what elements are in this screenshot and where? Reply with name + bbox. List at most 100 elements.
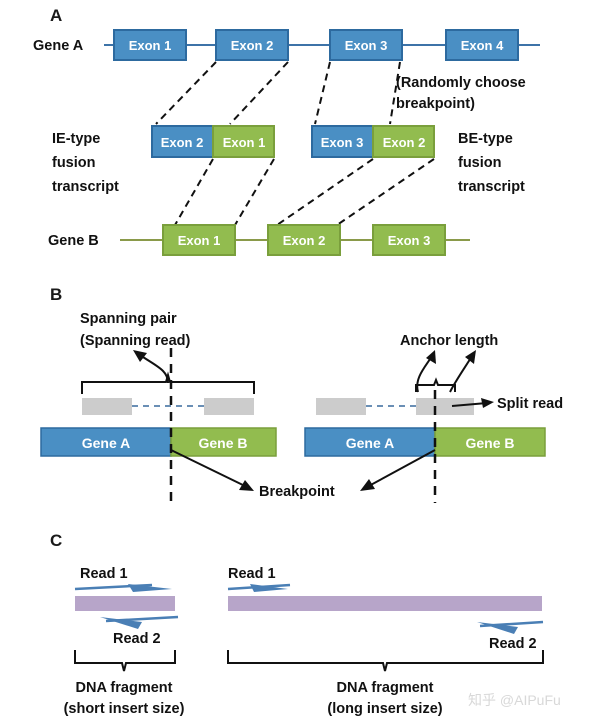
right-read2-label: Read 2 [489,636,537,652]
be-type-label-line2: fusion [458,155,502,171]
exon-label: Exon 3 [388,233,431,248]
right-read2-arrow [477,620,544,634]
spanning-read-left-block [82,398,132,415]
left-breakpoint-arrowhead [239,480,254,491]
spanning-pair-label-line2: (Spanning read) [80,333,191,349]
be-type-label-line3: transcript [458,179,525,195]
left-fragment-brace [74,650,176,672]
left-read1-arrow [74,583,172,592]
gene-a-exon-1: Exon 1 [113,29,187,61]
split-read-mate-block [316,398,366,415]
gene-b-exon-1: Exon 1 [162,224,236,256]
exon-label: Exon 3 [345,38,388,53]
gene-a-exon-3: Exon 3 [329,29,403,61]
exon-box [113,29,187,61]
gene-b-exon-3: Exon 3 [372,224,446,256]
right-breakpoint-arrow-line [366,449,436,488]
exon-label: Exon 2 [283,233,326,248]
exon-label: Exon 1 [129,38,172,53]
right-fragment-brace [227,650,544,672]
left-fragment-caption-line1: DNA fragment [76,680,173,696]
exon-box [445,29,519,61]
read-arrow-head [477,622,518,634]
right-gene-b-bar-label: Gene B [465,435,514,451]
dashed-connector-a4 [389,61,401,125]
left-breakpoint-arrow-line [170,449,248,488]
anchor-arrow-right-head [465,350,476,364]
fusion-right-exon-label: Exon 2 [383,135,426,150]
split-read-block [416,398,474,415]
exon-label: Exon 1 [178,233,221,248]
exon-box [162,224,236,256]
right-read1-label: Read 1 [228,566,276,582]
exon-box [329,29,403,61]
dashed-connector-b1 [174,158,214,226]
watermark: 知乎 @AIPuFu [468,692,561,708]
split-read-arrowhead [481,398,494,408]
left-gene-b-bar [170,427,277,457]
gene-a-exon-4: Exon 4 [445,29,519,61]
dashed-connector-b3 [276,158,374,226]
right-fragment-caption-line2: (long insert size) [327,701,442,717]
right-read1-arrow [227,583,291,592]
exon-box [215,29,289,61]
fusion-right-exon-box [212,125,275,158]
ie-type-label-line1: IE-type [52,131,100,147]
spanning-pair-brace [81,371,255,394]
left-read1-label: Read 1 [80,566,128,582]
spanning-pair-arrow-line [139,354,169,384]
gene-b-label: Gene B [48,233,99,249]
breakpoint-label: Breakpoint [259,484,335,500]
be-fusion-transcript: Exon 3 Exon 2 [311,125,435,158]
exon-box [372,224,446,256]
breakpoint-note-line2: breakpoint) [396,96,475,112]
ie-fusion-transcript: Exon 2 Exon 1 [151,125,275,158]
left-gene-a-bar [40,427,172,457]
anchor-arrow-left-head [426,350,436,364]
exon-label: Exon 2 [231,38,274,53]
fusion-left-exon-box [151,125,214,158]
split-read-arrow-line [451,402,488,407]
exon-box [267,224,341,256]
panel-letter-a: A [50,6,62,25]
gene-a-label: Gene A [33,38,84,54]
spanning-pair-label-line1: Spanning pair [80,311,177,327]
left-read2-arrow [100,615,179,629]
dashed-connector-a2 [229,61,289,125]
fusion-left-exon-label: Exon 2 [161,135,204,150]
gene-b-exon-2: Exon 2 [267,224,341,256]
left-dna-fragment-bar [75,596,175,611]
left-gene-a-bar-label: Gene A [82,435,131,451]
right-breakpoint-arrowhead [360,479,375,491]
panel-letter-c: C [50,531,62,550]
right-fragment-caption-line1: DNA fragment [337,680,434,696]
ie-type-label-line2: fusion [52,155,96,171]
ie-type-label-line3: transcript [52,179,119,195]
fusion-right-exon-label: Exon 1 [223,135,266,150]
dashed-connector-a3 [314,61,331,125]
exon-label: Exon 4 [461,38,504,53]
fusion-left-exon-box [311,125,374,158]
right-gene-a-bar [304,427,436,457]
spanning-pair-arrowhead [133,350,147,362]
right-gene-a-bar-label: Gene A [346,435,395,451]
right-gene-b-bar [434,427,546,457]
be-type-label-line1: BE-type [458,131,513,147]
fusion-right-exon-box [372,125,435,158]
read-arrow-head [250,584,288,592]
left-read2-label: Read 2 [113,631,161,647]
gene-a-exon-2: Exon 2 [215,29,289,61]
left-gene-b-bar-label: Gene B [198,435,247,451]
dashed-connector-a1 [155,61,217,125]
read-arrow-head [128,584,172,592]
spanning-read-right-block [204,398,254,415]
read-arrow-head [100,617,142,629]
split-read-label: Split read [497,396,563,412]
left-fragment-caption-line2: (short insert size) [64,701,185,717]
panel-letter-b: B [50,285,62,304]
fusion-left-exon-label: Exon 3 [321,135,364,150]
dashed-connector-b4 [336,158,435,226]
right-dna-fragment-bar [228,596,542,611]
